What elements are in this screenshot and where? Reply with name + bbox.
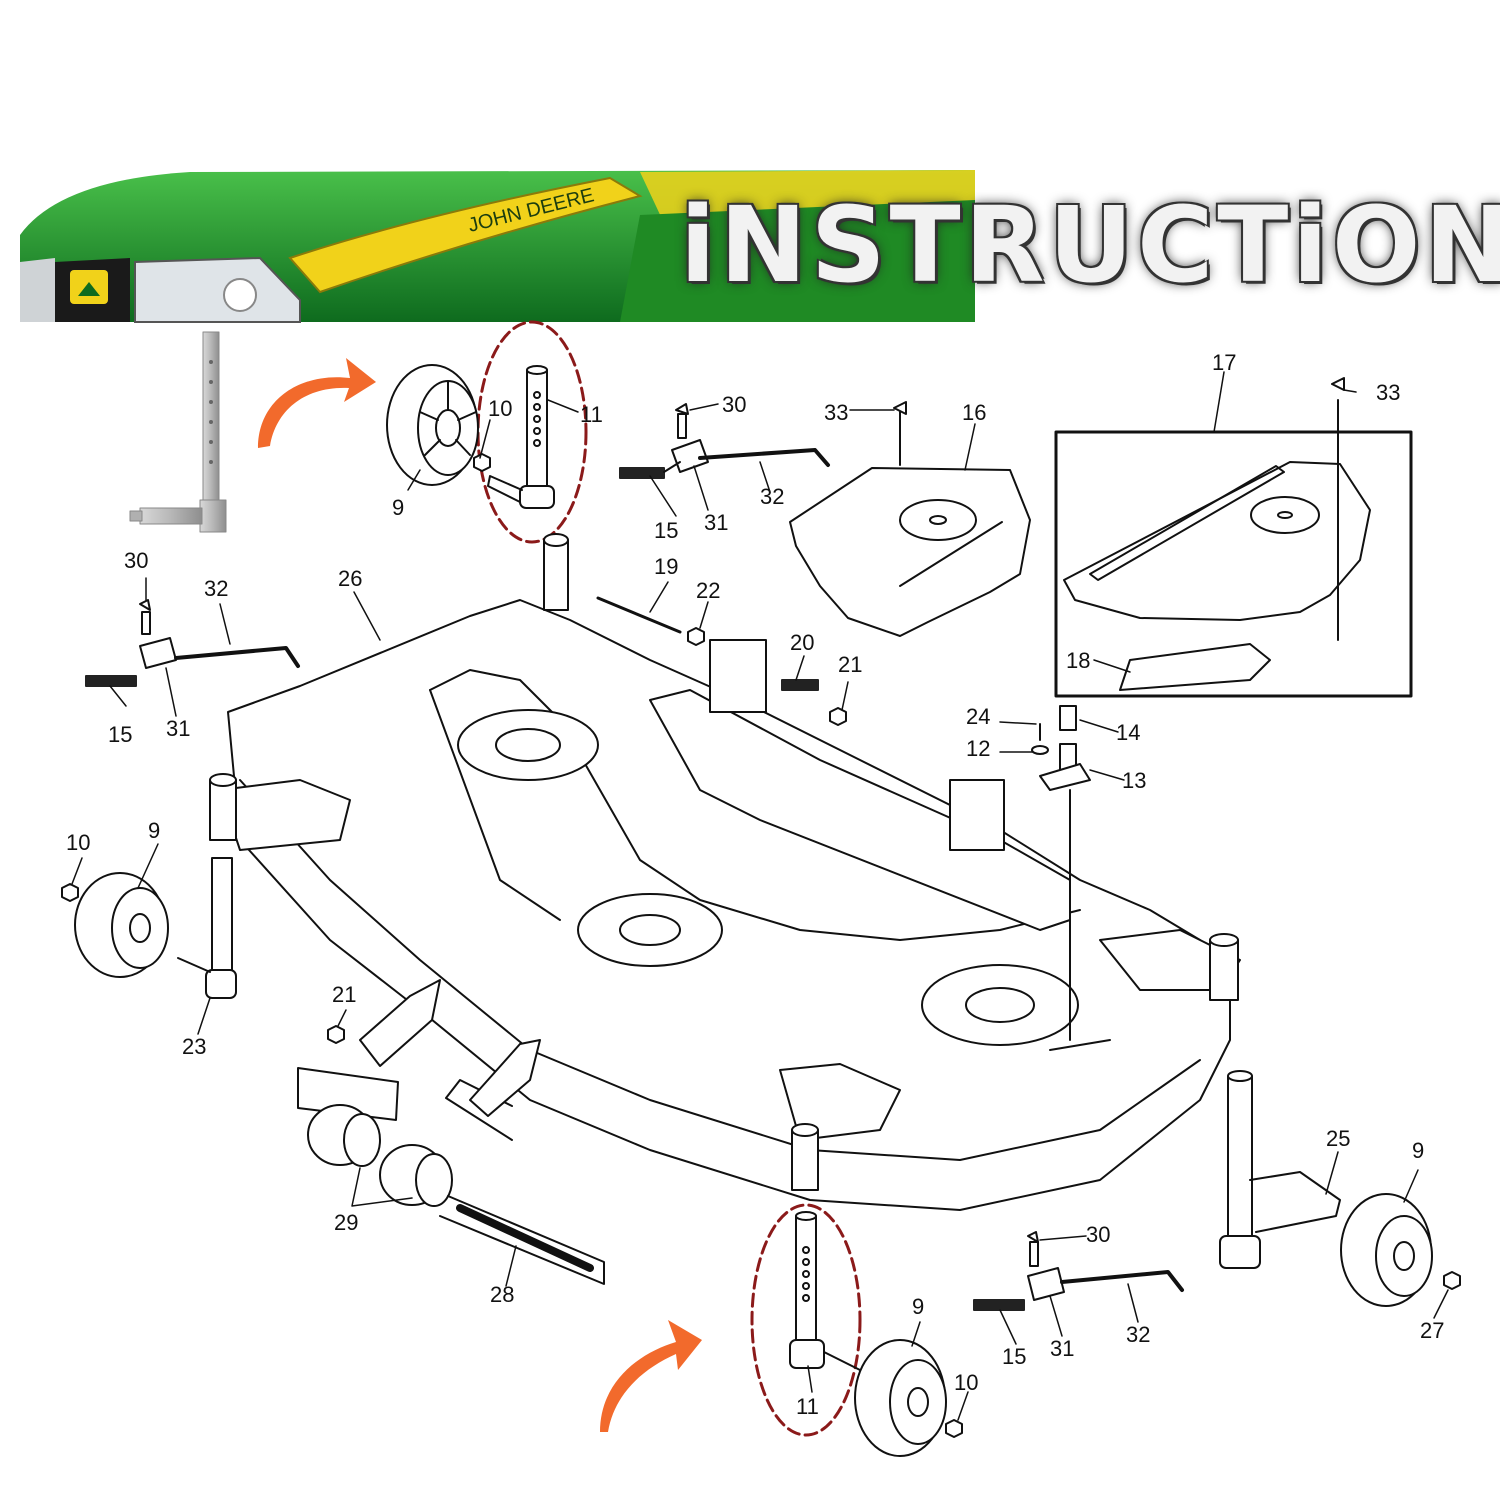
callout-32: 32 (1126, 1322, 1150, 1347)
bracket-assembly-center (596, 596, 1005, 851)
belt-cover-16 (789, 401, 1031, 637)
callout-22: 22 (696, 578, 720, 603)
wheel-pin-top (487, 365, 555, 509)
rollers-29 (297, 979, 605, 1285)
callout-12: 12 (966, 736, 990, 761)
callout-18: 18 (1066, 648, 1090, 673)
callout-31: 31 (166, 716, 190, 741)
callout-28: 28 (490, 1282, 514, 1307)
callout-32: 32 (760, 484, 784, 509)
leader-lines (71, 371, 1449, 1421)
product-pin-photo (129, 331, 227, 533)
callout-25: 25 (1326, 1126, 1350, 1151)
callout-17: 17 (1212, 350, 1236, 375)
assembly-top-center (619, 403, 830, 479)
callouts: 9 10 11 30 15 31 32 33 16 17 33 18 30 32… (66, 350, 1444, 1419)
callout-33: 33 (1376, 380, 1400, 405)
callout-15: 15 (108, 722, 132, 747)
banner: JOHN DEERE (20, 170, 975, 323)
callout-9: 9 (148, 818, 160, 843)
callout-10: 10 (66, 830, 90, 855)
callout-19: 19 (654, 554, 678, 579)
callout-10: 10 (954, 1370, 978, 1395)
callout-10: 10 (488, 396, 512, 421)
callout-26: 26 (338, 566, 362, 591)
callout-31: 31 (1050, 1336, 1074, 1361)
callout-30: 30 (722, 392, 746, 417)
callout-11: 11 (796, 1394, 819, 1419)
nut-10-top (473, 453, 491, 472)
callout-13: 13 (1122, 768, 1146, 793)
idler-assembly (1031, 705, 1111, 1051)
wheel-left (61, 857, 237, 999)
callout-20: 20 (790, 630, 814, 655)
highlight-ellipse-bottom (750, 1203, 862, 1437)
callout-15: 15 (1002, 1344, 1026, 1369)
callout-29: 29 (334, 1210, 358, 1235)
callout-31: 31 (704, 510, 728, 535)
mower-deck-26 (219, 599, 1241, 1211)
callout-24: 24 (966, 704, 990, 729)
wheel-bottom (854, 1339, 963, 1457)
callout-9: 9 (1412, 1138, 1424, 1163)
callout-23: 23 (182, 1034, 206, 1059)
callout-21: 21 (838, 652, 862, 677)
callout-30: 30 (1086, 1222, 1110, 1247)
callout-27: 27 (1420, 1318, 1444, 1343)
callout-21: 21 (332, 982, 356, 1007)
callout-33: 33 (824, 400, 848, 425)
callout-11: 11 (580, 402, 603, 427)
orange-arrow-bottom (600, 1320, 702, 1432)
wheel-top-left (386, 364, 479, 486)
assembly-left (85, 599, 300, 687)
banner-title: iNSTRUCTiON (680, 184, 1500, 306)
callout-14: 14 (1116, 720, 1140, 745)
callout-9: 9 (912, 1294, 924, 1319)
deck-pivots (209, 533, 1239, 1191)
wheel-right (1219, 1070, 1461, 1307)
wheel-pin-bottom (789, 1211, 861, 1371)
assembly-bottom-right (973, 1231, 1184, 1311)
callout-30: 30 (124, 548, 148, 573)
callout-15: 15 (654, 518, 678, 543)
callout-16: 16 (962, 400, 986, 425)
callout-32: 32 (204, 576, 228, 601)
orange-arrow-top (258, 358, 376, 448)
box-17 (1054, 377, 1413, 698)
callout-9: 9 (392, 495, 404, 520)
